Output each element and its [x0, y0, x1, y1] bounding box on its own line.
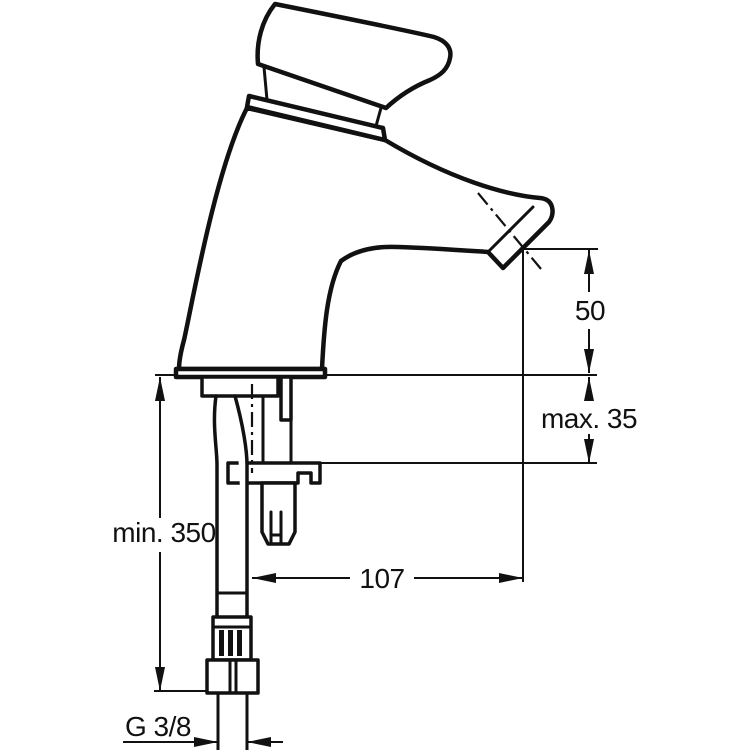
supply-pipe	[216, 691, 249, 750]
hose-braid	[219, 630, 242, 656]
arrow-down-icon	[584, 349, 594, 373]
hose-length-label: min. 350	[112, 517, 215, 548]
valve-slot	[269, 510, 283, 546]
dimension-spout-reach: 107	[252, 563, 523, 594]
braid-bar	[237, 630, 242, 656]
mounting-block	[200, 375, 280, 398]
dimension-hose-length: min. 350	[112, 377, 216, 692]
arrow-up-icon	[584, 377, 594, 401]
aerator-inner-line	[487, 205, 535, 253]
arrow-left-icon	[252, 573, 276, 583]
spout-height-label: 50	[575, 295, 605, 326]
mounting-thickness-label: max. 35	[541, 403, 637, 434]
arrow-right-icon	[194, 737, 218, 747]
dimension-connection-thread: G 3/8	[123, 711, 283, 747]
faucet-bonnet-ring	[244, 93, 388, 143]
faucet	[173, 1, 555, 380]
braid-bar	[228, 630, 233, 656]
arrow-up-icon	[584, 250, 594, 274]
arrow-left-icon	[247, 737, 271, 747]
arrow-up-icon	[155, 377, 165, 401]
hose-nut	[205, 658, 260, 695]
connection-thread-label: G 3/8	[125, 711, 191, 742]
faucet-body	[176, 105, 555, 372]
faucet-handle	[255, 1, 453, 111]
aerator-axis-centerline	[477, 192, 542, 270]
spout-reach-label: 107	[359, 563, 404, 594]
dimension-mounting-thickness: max. 35	[541, 377, 638, 463]
arrow-down-icon	[584, 439, 594, 463]
neck-right-line	[374, 106, 383, 128]
dimension-spout-height: 50	[575, 250, 606, 373]
arrow-right-icon	[499, 573, 523, 583]
neck-left-line	[262, 65, 269, 102]
supply-hose	[212, 394, 249, 619]
under-counter-assembly	[200, 375, 322, 750]
braid-bar	[219, 630, 224, 656]
arrow-down-icon	[155, 667, 165, 691]
